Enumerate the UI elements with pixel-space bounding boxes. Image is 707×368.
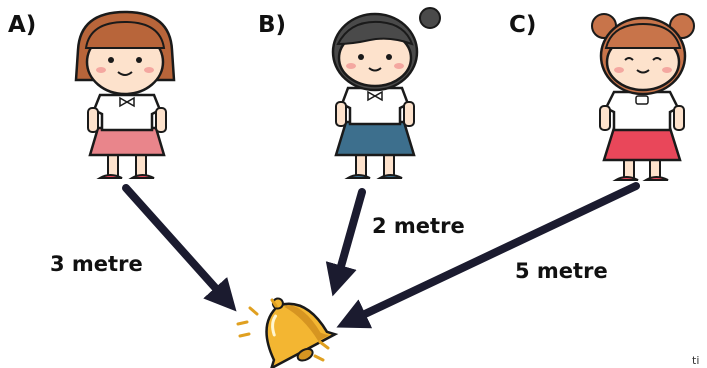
girl-c-figure [591,13,695,181]
bell-ring-lines [236,298,330,362]
arrow-b [325,188,366,297]
distance-c-label: 5 metre [515,259,608,283]
bell-icon [265,297,339,368]
distance-b-label: 2 metre [372,214,465,238]
arrow-a [122,184,237,312]
corner-text: ti [692,354,700,367]
option-a-label: A) [8,12,37,38]
option-b-label: B) [258,12,287,38]
distance-a-label: 3 metre [50,252,143,276]
option-c-label: C) [509,12,537,38]
girl-a-figure [74,10,176,179]
girl-b-figure [331,7,441,179]
arrow-c [336,182,640,329]
